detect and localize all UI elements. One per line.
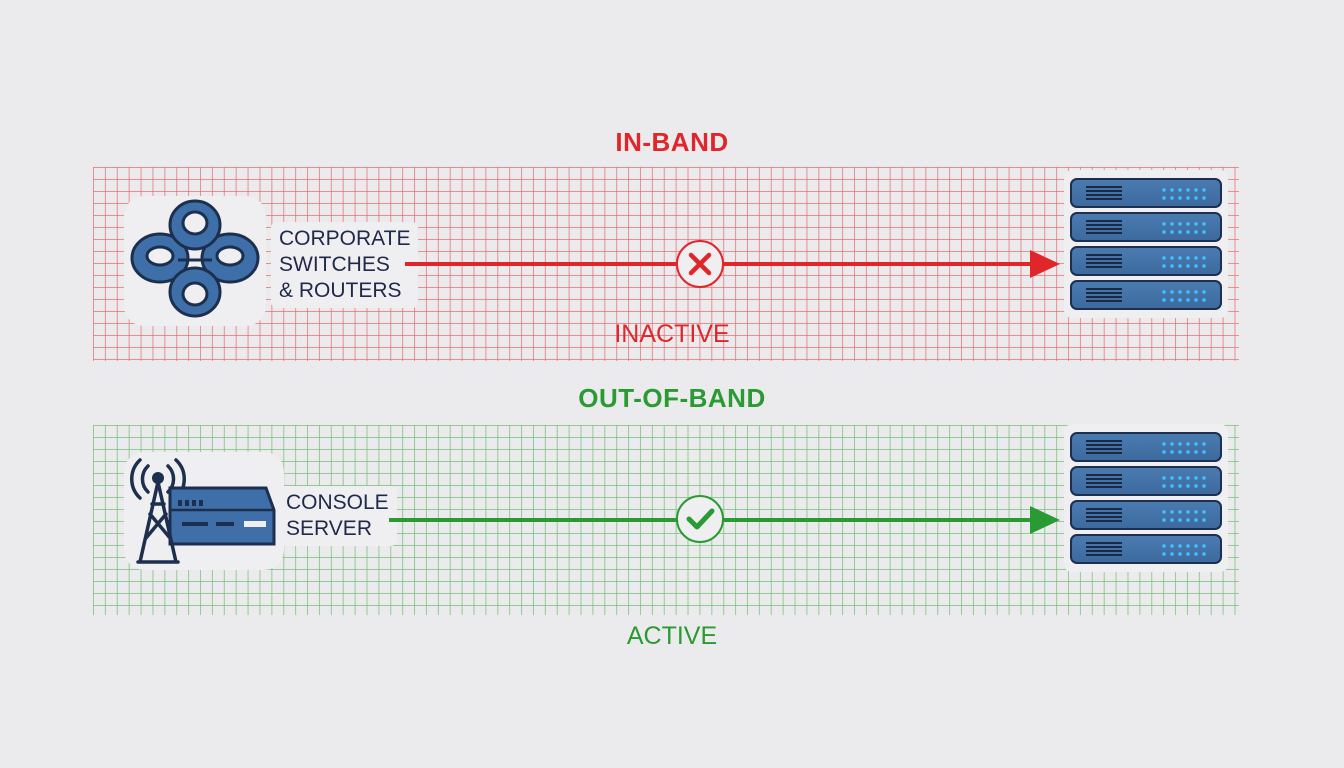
cell-tower-console-server-icon bbox=[130, 458, 276, 564]
source-label-line-1: CORPORATE bbox=[279, 227, 411, 250]
server-unit bbox=[1070, 466, 1222, 496]
server-unit bbox=[1070, 178, 1222, 208]
out-of-band-status: ACTIVE bbox=[626, 622, 718, 650]
in-band-title: IN-BAND bbox=[615, 127, 729, 157]
out-of-band-title: OUT-OF-BAND bbox=[578, 383, 766, 413]
check-circle-icon bbox=[676, 495, 724, 543]
server-unit bbox=[1070, 432, 1222, 462]
switch-router-icon bbox=[130, 199, 260, 318]
server-rack-icon bbox=[1064, 170, 1228, 318]
server-rack-icon bbox=[1064, 424, 1228, 572]
server-unit bbox=[1070, 280, 1222, 310]
in-band-arrowhead bbox=[1030, 250, 1060, 278]
source-label-corporate-switches: CORPORATE SWITCHES & ROUTERS bbox=[271, 222, 419, 308]
source-label-line-3: & ROUTERS bbox=[279, 279, 402, 302]
source-label-line-2: SERVER bbox=[286, 517, 372, 540]
source-label-line-2: SWITCHES bbox=[279, 253, 390, 276]
x-circle-icon bbox=[676, 240, 724, 288]
source-label-console-server: CONSOLE SERVER bbox=[278, 486, 397, 546]
server-unit bbox=[1070, 212, 1222, 242]
source-label-line-1: CONSOLE bbox=[286, 491, 389, 514]
server-unit bbox=[1070, 500, 1222, 530]
server-unit bbox=[1070, 246, 1222, 276]
in-band-status: INACTIVE bbox=[614, 320, 730, 348]
server-unit bbox=[1070, 534, 1222, 564]
out-of-band-arrowhead bbox=[1030, 506, 1060, 534]
